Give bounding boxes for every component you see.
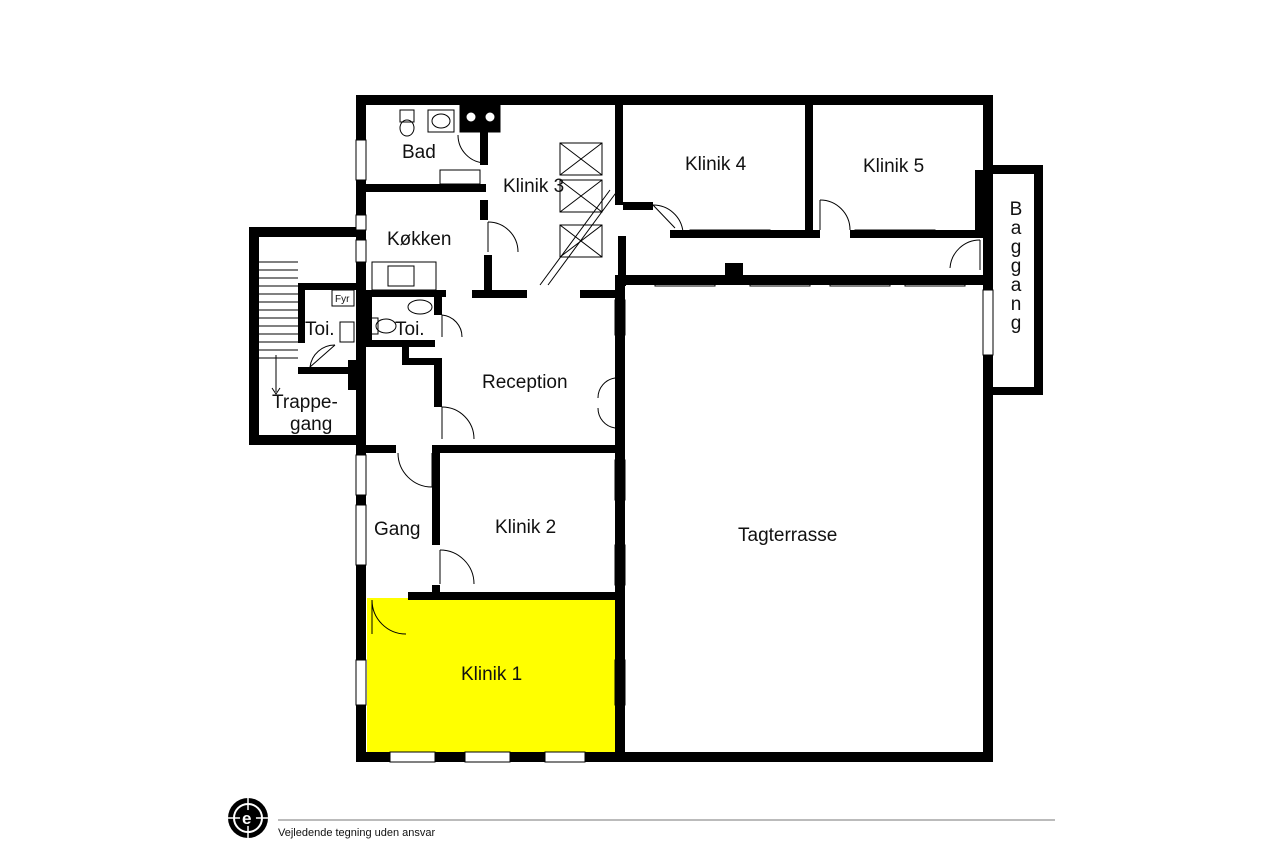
outer-walls: [249, 95, 1043, 762]
label-klinik5: Klinik 5: [863, 156, 924, 177]
label-tagterrasse: Tagterrasse: [738, 525, 837, 546]
label-gang: Gang: [374, 519, 420, 540]
label-trappegang-2: gang: [290, 414, 332, 435]
label-klinik1: Klinik 1: [461, 664, 522, 685]
label-trappegang-1: Trappe-: [272, 392, 338, 413]
label-fyr: Fyr: [335, 294, 350, 305]
label-toi-left: Toi.: [305, 319, 335, 340]
footer: e Vejledende tegning uden ansvar: [222, 792, 1055, 844]
company-logo: e: [222, 792, 274, 844]
label-klinik2: Klinik 2: [495, 517, 556, 538]
klinik1-highlight: [367, 598, 615, 752]
label-klinik3: Klinik 3: [503, 176, 564, 197]
doors: [309, 134, 981, 635]
fixtures: [331, 104, 619, 343]
label-bad: Bad: [402, 142, 436, 163]
label-toi-right: Toi.: [395, 319, 425, 340]
label-klinik4: Klinik 4: [685, 154, 747, 175]
room-labels: Bad Klinik 3 Klinik 4 Klinik 5 Køkken Fy…: [272, 142, 1022, 685]
label-koekken: Køkken: [387, 229, 451, 250]
logo-letter: e: [242, 809, 251, 828]
label-reception: Reception: [482, 372, 568, 393]
interior-walls: [298, 105, 990, 757]
stairs: [259, 261, 298, 395]
disclaimer-text: Vejledende tegning uden ansvar: [278, 827, 436, 839]
